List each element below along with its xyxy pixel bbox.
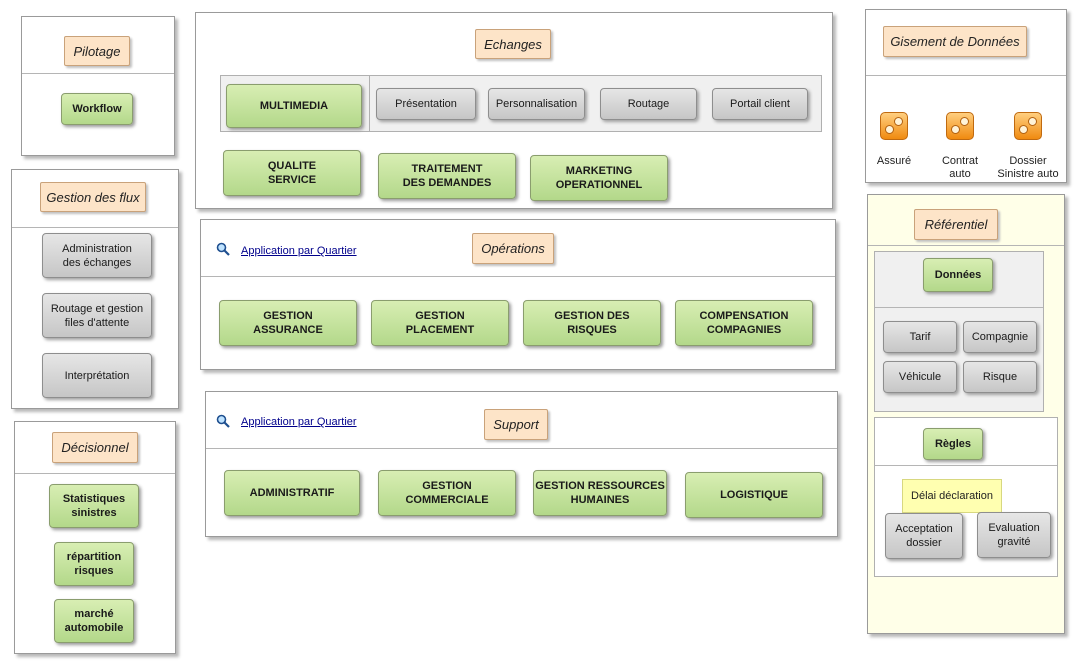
divider [206,448,837,449]
acceptation-dossier-button[interactable]: Acceptation dossier [885,513,963,559]
traitement-demandes-button[interactable]: TRAITEMENT DES DEMANDES [378,153,516,199]
divider [875,307,1043,308]
tarif-button[interactable]: Tarif [883,321,957,353]
divider [22,73,174,74]
regles-button[interactable]: Règles [923,428,983,460]
referentiel-panel: Référentiel Données Tarif Compagnie Véhi… [867,194,1065,634]
decisionnel-panel: Décisionnel Statistiques sinistres répar… [14,421,176,654]
echanges-title: Echanges [475,29,551,59]
donnees-button[interactable]: Données [923,258,993,292]
vehicule-button[interactable]: Véhicule [883,361,957,393]
data-item-label: Assuré [876,155,912,167]
operations-title: Opérations [472,233,554,264]
gisement-title: Gisement de Données [883,26,1027,57]
application-quartier-link[interactable]: Application par Quartier [241,245,357,257]
interpretation-button[interactable]: Interprétation [42,353,152,398]
operations-panel: Application par Quartier Opérations GEST… [200,219,836,370]
gestion-flux-panel: Gestion des flux Administration des écha… [11,169,179,409]
data-item-label: Contrat auto [941,155,979,180]
support-panel: Application par Quartier Support ADMINIS… [205,391,838,537]
divider [15,473,175,474]
gisement-panel: Gisement de Données Assuré Contrat auto … [865,9,1067,183]
channel-routage-button[interactable]: Routage [600,88,697,120]
gestion-flux-title: Gestion des flux [40,182,146,212]
divider [875,465,1057,466]
data-item-contrat-auto[interactable]: Contrat auto [925,99,995,181]
marche-automobile-button[interactable]: marché automobile [54,599,134,643]
logistique-button[interactable]: LOGISTIQUE [685,472,823,518]
gestion-placement-button[interactable]: GESTION PLACEMENT [371,300,509,346]
repartition-risques-button[interactable]: répartition risques [54,542,134,586]
gestion-commerciale-button[interactable]: GESTION COMMERCIALE [378,470,516,516]
channel-portail-client-button[interactable]: Portail client [712,88,808,120]
divider [201,276,835,277]
gestion-assurance-button[interactable]: GESTION ASSURANCE [219,300,357,346]
divider [868,245,1064,246]
application-quartier-link[interactable]: Application par Quartier [241,416,357,428]
divider [12,227,178,228]
pilotage-panel: Pilotage Workflow [21,16,175,156]
data-item-assure[interactable]: Assuré [859,99,929,168]
multimedia-button[interactable]: MULTIMEDIA [226,84,362,128]
data-item-dossier-sinistre[interactable]: Dossier Sinistre auto [993,99,1063,181]
compagnie-button[interactable]: Compagnie [963,321,1037,353]
data-item-label: Dossier Sinistre auto [997,155,1059,180]
referentiel-title: Référentiel [914,209,998,240]
statistiques-sinistres-button[interactable]: Statistiques sinistres [49,484,139,528]
qualite-service-button[interactable]: QUALITE SERVICE [223,150,361,196]
pilotage-title: Pilotage [64,36,130,66]
divider [866,75,1066,76]
risque-button[interactable]: Risque [963,361,1037,393]
echanges-panel: Echanges MULTIMEDIA Présentation Personn… [195,12,833,209]
gestion-ressources-humaines-button[interactable]: GESTION RESSOURCES HUMAINES [533,470,667,516]
routage-gestion-files-button[interactable]: Routage et gestion files d'attente [42,293,152,338]
administratif-button[interactable]: ADMINISTRATIF [224,470,360,516]
evaluation-gravite-button[interactable]: Evaluation gravité [977,512,1051,558]
compensation-compagnies-button[interactable]: COMPENSATION COMPAGNIES [675,300,813,346]
marketing-operationnel-button[interactable]: MARKETING OPERATIONNEL [530,155,668,201]
database-icon [1014,112,1042,140]
workflow-button[interactable]: Workflow [61,93,133,125]
divider [369,76,370,131]
database-icon [946,112,974,140]
gestion-risques-button[interactable]: GESTION DES RISQUES [523,300,661,346]
database-icon [880,112,908,140]
delai-declaration-note: Délai déclaration [902,479,1002,513]
magnifier-icon[interactable] [216,242,230,256]
channel-personnalisation-button[interactable]: Personnalisation [488,88,585,120]
administration-echanges-button[interactable]: Administration des échanges [42,233,152,278]
decisionnel-title: Décisionnel [52,432,138,463]
channel-presentation-button[interactable]: Présentation [376,88,476,120]
support-title: Support [484,409,548,440]
magnifier-icon[interactable] [216,414,230,428]
